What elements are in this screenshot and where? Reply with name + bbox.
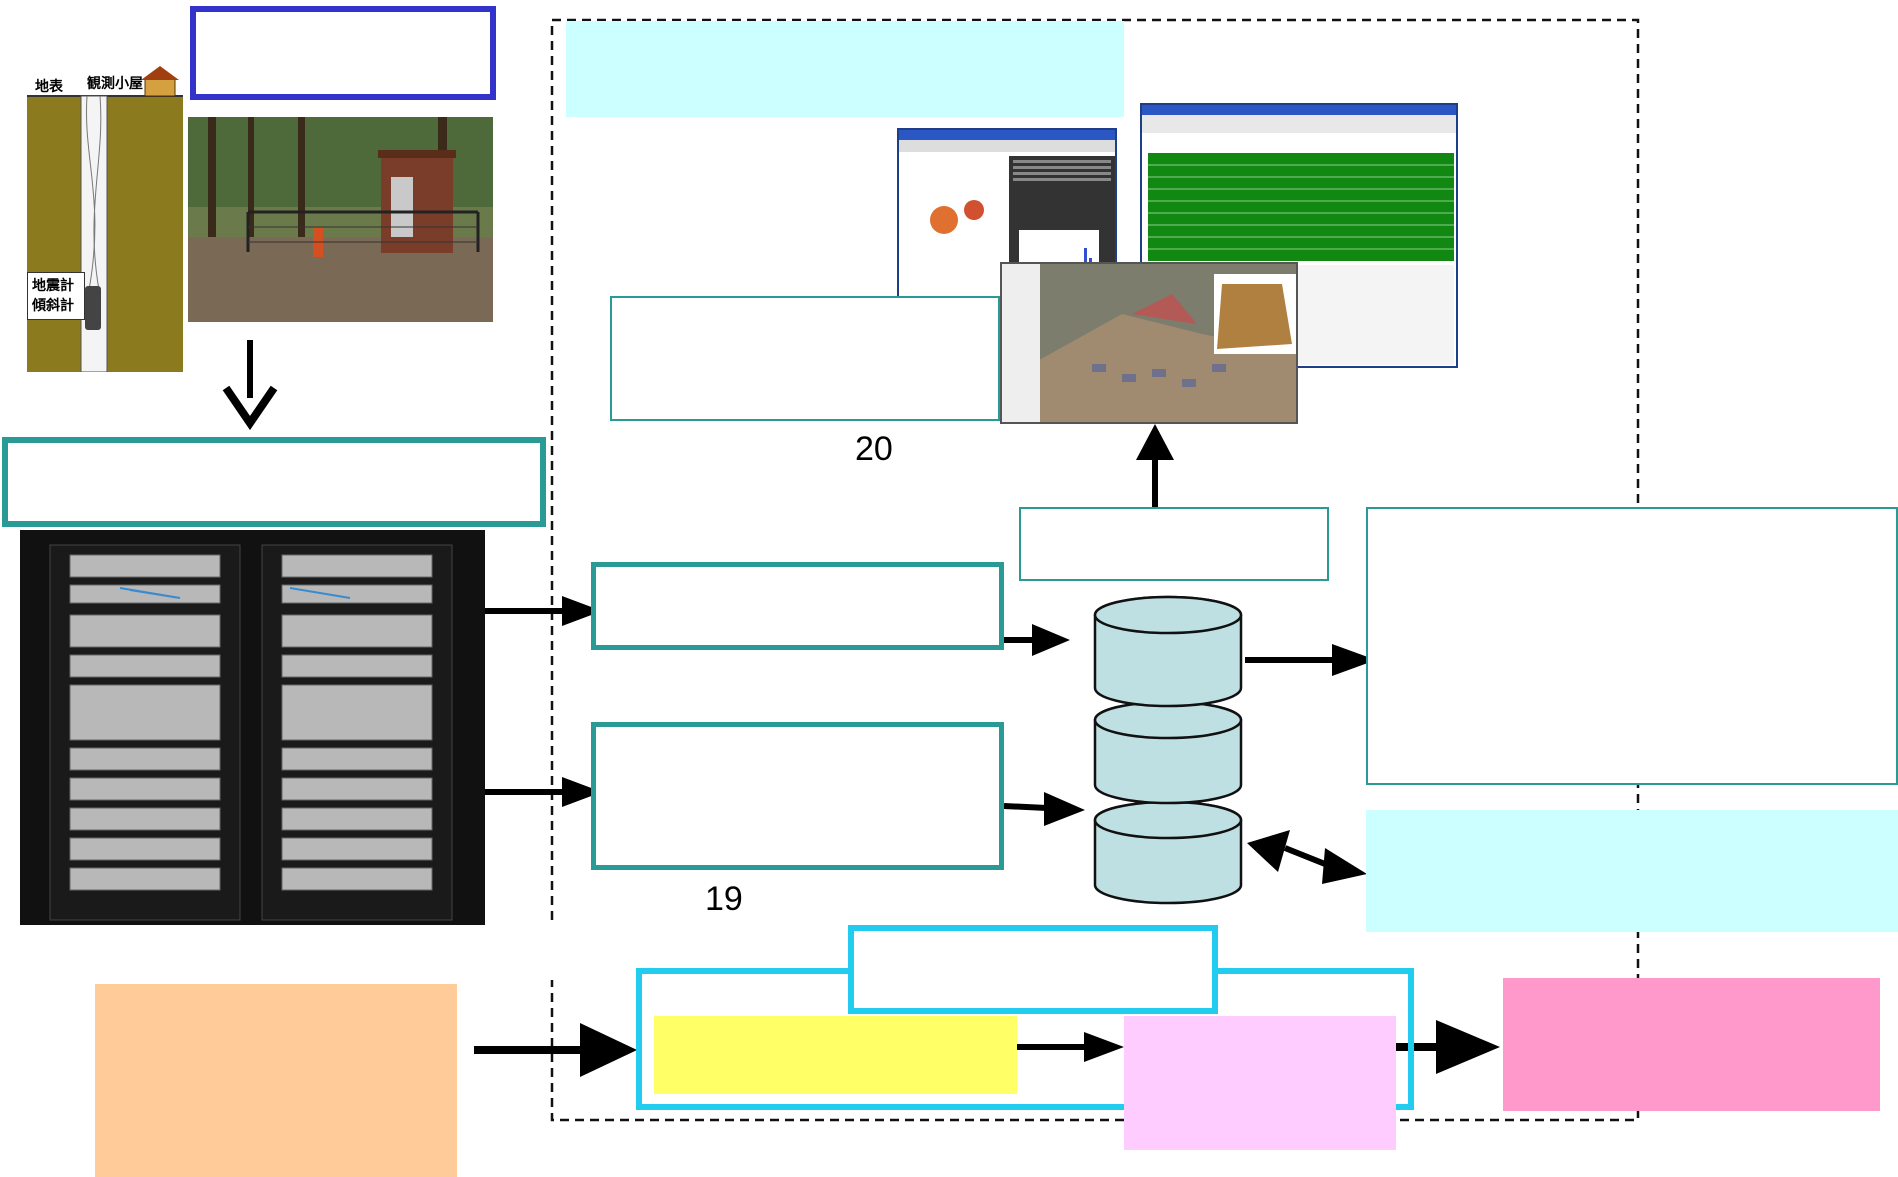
server-rack-photo <box>20 530 485 925</box>
borehole-diagram: 地表 観測小屋 地震計 傾斜計 <box>27 60 183 372</box>
teal-outline-box-right <box>1366 507 1898 785</box>
sensor-label-box: 地震計 傾斜計 <box>27 272 85 320</box>
teal-process-box-lower <box>591 722 1004 870</box>
seismometer-label: 地震計 <box>32 278 74 294</box>
server-rack-svg <box>49 544 453 921</box>
borehole-svg <box>27 66 183 372</box>
tiltmeter-label: 傾斜計 <box>32 298 74 314</box>
teal-process-box-upper <box>591 562 1004 650</box>
yellow-box <box>654 1016 1017 1094</box>
light-cyan-box-top <box>566 21 1124 117</box>
observation-hut-photo <box>188 117 493 322</box>
peach-box <box>95 984 457 1177</box>
teal-outline-box-db-label <box>1019 507 1329 581</box>
map-window-svg <box>1002 264 1296 422</box>
ground-label: 地表 <box>35 79 63 95</box>
hut-label: 観測小屋 <box>87 76 143 92</box>
screenshot-map-window <box>1000 262 1298 424</box>
teal-outline-box-20 <box>610 296 1000 421</box>
hut-photo-svg <box>188 117 493 322</box>
pink-box <box>1503 978 1880 1111</box>
database-stack <box>1093 595 1243 905</box>
light-pink-box <box>1124 1016 1396 1150</box>
cyan-frame-top <box>848 925 1218 1014</box>
figure-number-19: 19 <box>705 880 743 918</box>
blue-title-box <box>190 6 496 100</box>
light-cyan-box-right <box>1366 810 1898 932</box>
teal-header-box <box>2 437 546 527</box>
figure-number-20: 20 <box>855 430 893 468</box>
